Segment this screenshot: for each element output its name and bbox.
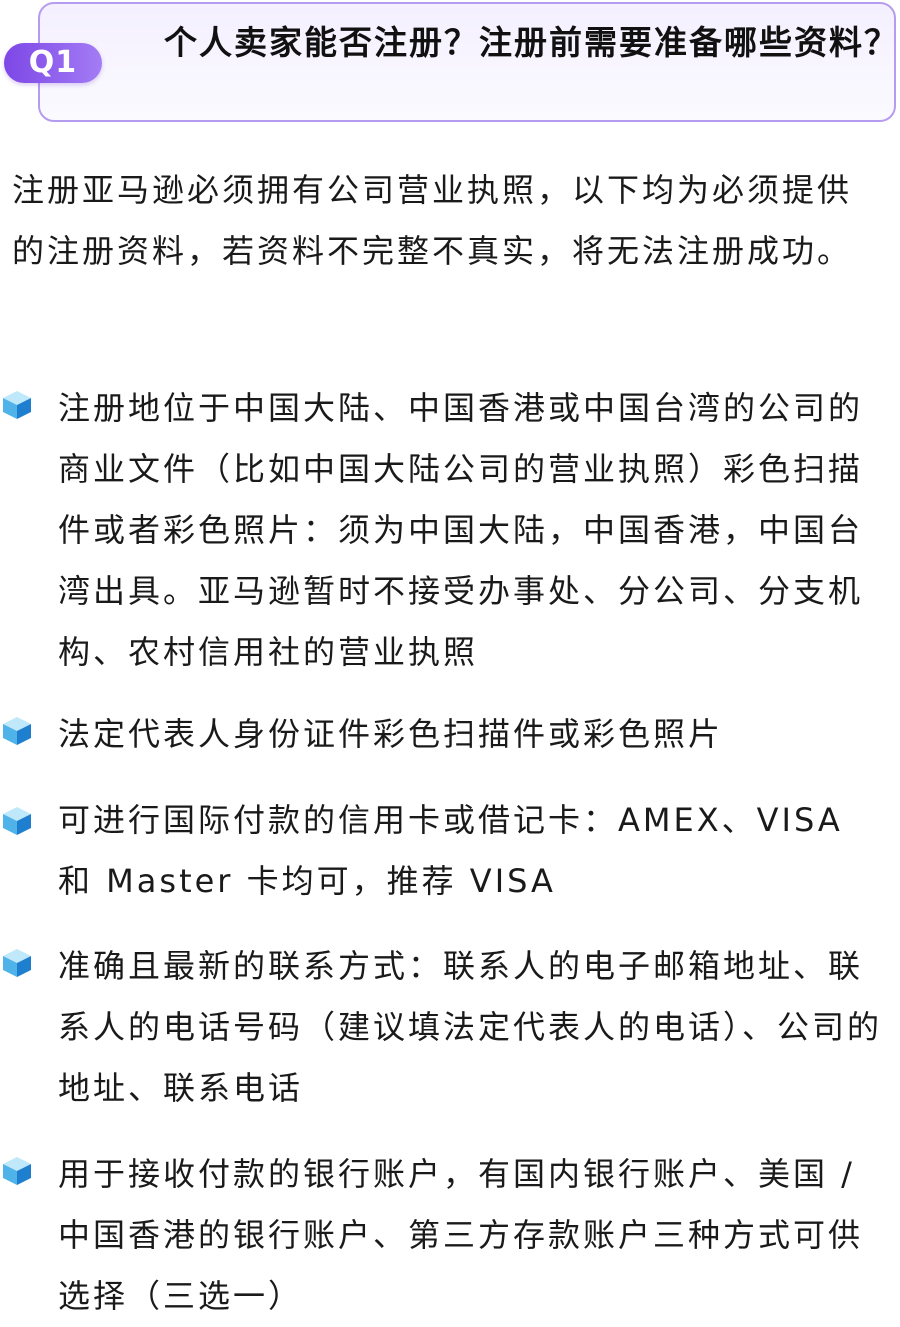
question-badge: Q1 <box>4 43 102 83</box>
question-header: 个人卖家能否注册？注册前需要准备哪些资料？ <box>38 2 897 122</box>
intro-paragraph: 注册亚马逊必须拥有公司营业执照，以下均为必须提供的注册资料，若资料不完整不真实，… <box>12 171 853 270</box>
cube-icon <box>3 807 31 835</box>
list-item-text: 可进行国际付款的信用卡或借记卡：AMEX、VISA 和 Master 卡均可，推… <box>58 801 843 900</box>
list-item-text: 准确且最新的联系方式：联系人的电子邮箱地址、联系人的电话号码（建议填法定代表人的… <box>58 947 883 1107</box>
question-title: 个人卖家能否注册？注册前需要准备哪些资料？ <box>164 23 899 62</box>
cube-icon <box>3 391 31 419</box>
cube-icon <box>3 717 31 745</box>
list-item-text: 注册地位于中国大陆、中国香港或中国台湾的公司的商业文件（比如中国大陆公司的营业执… <box>58 389 864 671</box>
cube-icon <box>3 1157 31 1185</box>
list-item-text: 法定代表人身份证件彩色扫描件或彩色照片 <box>58 715 724 753</box>
cube-icon <box>3 949 31 977</box>
list-item-text: 用于接收付款的银行账户，有国内银行账户、美国 / 中国香港的银行账户、第三方存款… <box>58 1155 864 1315</box>
